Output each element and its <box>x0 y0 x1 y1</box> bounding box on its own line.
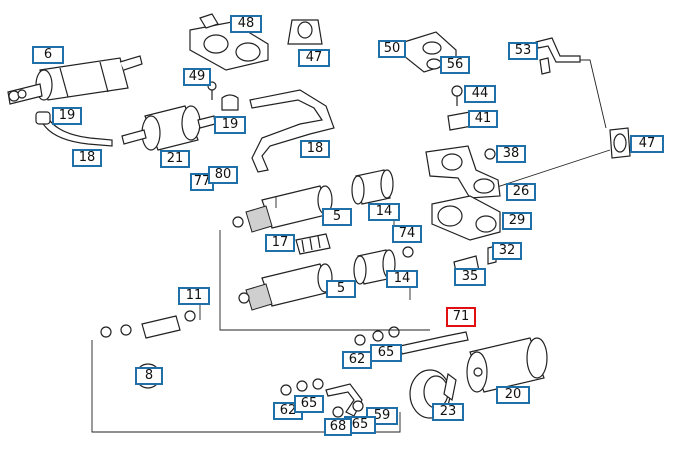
callout-80[interactable]: 80 <box>208 166 238 184</box>
hose-left <box>35 111 113 147</box>
fuel-accumulator <box>7 55 143 105</box>
callout-19-left[interactable]: 19 <box>52 107 82 125</box>
callout-56[interactable]: 56 <box>440 56 470 74</box>
clamp-47-right <box>609 127 631 159</box>
callout-32[interactable]: 32 <box>492 242 522 260</box>
callout-5-upper[interactable]: 5 <box>322 208 352 226</box>
fuel-pump-lower <box>238 263 333 311</box>
callout-71-highlighted[interactable]: 71 <box>446 307 476 327</box>
callout-14-lower[interactable]: 14 <box>386 270 418 288</box>
callout-5-lower[interactable]: 5 <box>326 280 356 298</box>
callout-50[interactable]: 50 <box>378 40 406 58</box>
callout-14-upper[interactable]: 14 <box>368 203 400 221</box>
callout-17[interactable]: 17 <box>265 234 295 252</box>
callout-18-right[interactable]: 18 <box>300 140 330 158</box>
fuel-filter <box>121 105 216 151</box>
callout-74[interactable]: 74 <box>392 225 422 243</box>
callout-68[interactable]: 68 <box>324 418 352 436</box>
callout-18-left[interactable]: 18 <box>72 149 102 167</box>
callout-65-upper[interactable]: 65 <box>370 344 402 362</box>
bolt-44 <box>447 85 473 131</box>
callout-44[interactable]: 44 <box>464 85 496 103</box>
hose-18-long <box>249 89 335 173</box>
bracket-53 <box>535 37 581 75</box>
hose-71 <box>354 326 469 355</box>
callout-19-mid[interactable]: 19 <box>214 116 246 134</box>
callout-38[interactable]: 38 <box>496 145 526 163</box>
callout-8[interactable]: 8 <box>135 367 163 385</box>
filter-20 <box>466 337 548 393</box>
bracket-29 <box>431 195 501 241</box>
callout-6[interactable]: 6 <box>32 46 64 64</box>
callout-47-right[interactable]: 47 <box>630 135 664 153</box>
callout-35[interactable]: 35 <box>454 268 486 286</box>
callout-21[interactable]: 21 <box>160 150 190 168</box>
callout-47-top[interactable]: 47 <box>298 49 330 67</box>
callout-41[interactable]: 41 <box>468 110 498 128</box>
leader-lines <box>91 196 430 433</box>
bracket-48 <box>189 13 269 111</box>
connector-17 <box>295 233 331 255</box>
callout-23[interactable]: 23 <box>432 403 464 421</box>
clamp-47-top <box>287 19 323 45</box>
callout-20[interactable]: 20 <box>496 386 530 404</box>
fuel-pump-upper <box>232 185 333 233</box>
callout-49[interactable]: 49 <box>183 68 211 86</box>
fitting-bottom <box>280 378 364 418</box>
callout-53[interactable]: 53 <box>508 42 538 60</box>
callout-48[interactable]: 48 <box>230 15 262 33</box>
sleeve-14-upper <box>351 169 394 205</box>
callout-11[interactable]: 11 <box>178 287 210 305</box>
callout-62-upper[interactable]: 62 <box>342 351 372 369</box>
callout-65-lower[interactable]: 65 <box>294 395 324 413</box>
callout-26[interactable]: 26 <box>506 183 536 201</box>
callout-29[interactable]: 29 <box>502 212 532 230</box>
bracket-26 <box>425 145 501 199</box>
